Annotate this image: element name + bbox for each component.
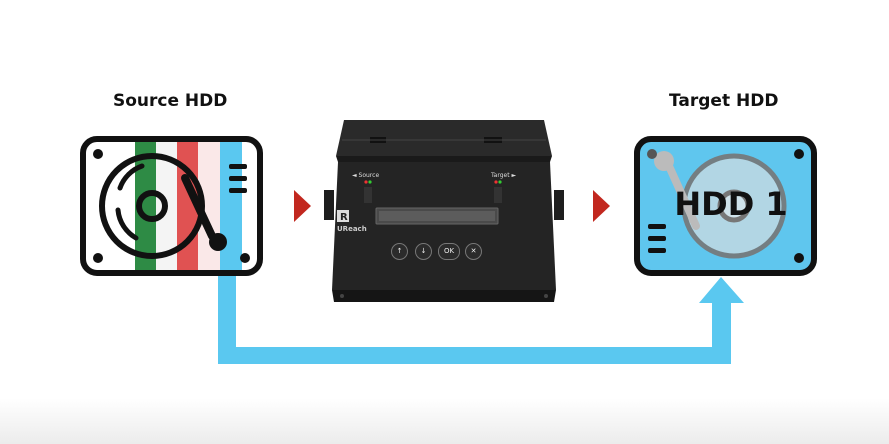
target-hdd-title: Target HDD <box>669 91 779 111</box>
target-hdd-label: HDD 1 <box>674 185 788 223</box>
svg-text:R: R <box>340 212 348 223</box>
step-arrow-right <box>593 190 610 222</box>
device-button-ok[interactable]: OK <box>438 243 460 260</box>
device-button-cancel[interactable]: ✕ <box>465 243 482 260</box>
step-arrow-left <box>294 190 311 222</box>
stripe-blue <box>220 142 242 270</box>
stripe-green <box>135 142 156 270</box>
device-button-down[interactable]: ↓ <box>415 243 432 260</box>
flow-arrow-shape <box>218 275 744 364</box>
floor-shadow <box>0 398 889 444</box>
device-source-label: ◄ Source <box>352 172 380 179</box>
target-hdd-icon <box>634 136 817 276</box>
duplicator-device: R <box>324 120 564 302</box>
source-hdd-title: Source HDD <box>113 91 228 111</box>
device-brand: UReach <box>337 225 367 233</box>
device-target-label: Target ► <box>491 172 517 179</box>
device-button-up[interactable]: ↑ <box>391 243 408 260</box>
source-hdd-icon <box>80 136 263 276</box>
